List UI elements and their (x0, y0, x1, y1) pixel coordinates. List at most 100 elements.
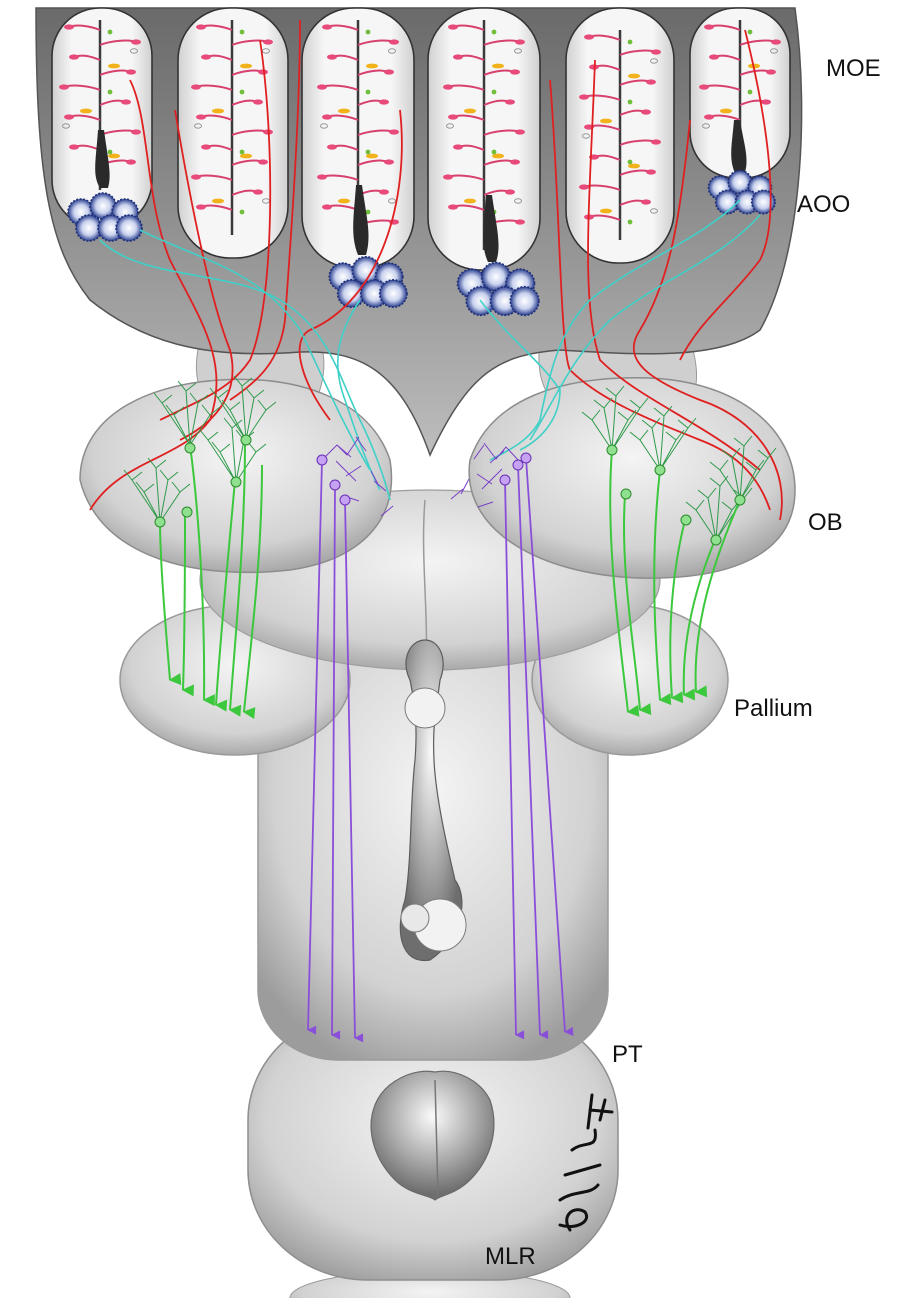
support-cell-6-6 (720, 109, 732, 114)
sensory-ending-2-1 (196, 24, 206, 29)
sensory-ending-5-6 (641, 109, 651, 114)
support-cell-4-12 (464, 199, 476, 204)
basal-cell-4-5 (492, 90, 497, 95)
sensory-ending-4-12 (505, 189, 515, 194)
sensory-ending-4-8 (515, 129, 525, 134)
basal-cell-1-5 (108, 90, 113, 95)
glomerulus-3-6 (510, 287, 539, 316)
basal-cell-2-5 (240, 90, 245, 95)
psoma-5 (513, 460, 523, 470)
support-cell-4-3 (492, 64, 504, 69)
sensory-ending-2-11 (191, 174, 201, 179)
sensory-ending-1-4 (126, 69, 136, 74)
soma-r2 (621, 489, 631, 499)
sensory-ending-5-11 (579, 184, 589, 189)
sensory-ending-4-3 (453, 54, 463, 59)
soma-l1 (155, 517, 165, 527)
sensory-ending-5-1 (584, 34, 594, 39)
glomerulus-2-6 (380, 280, 407, 307)
sensory-ending-6-2 (771, 39, 781, 44)
sensory-ending-3-6 (379, 99, 389, 104)
sensory-ending-4-10 (510, 159, 520, 164)
basal-cell-1-9 (108, 150, 113, 155)
basal-cell-1-1 (108, 30, 113, 35)
support-cell-2-3 (240, 64, 252, 69)
sensory-ending-4-7 (448, 114, 458, 119)
soma-l5 (241, 435, 251, 445)
sensory-ending-2-12 (253, 189, 263, 194)
psoma-6 (521, 453, 531, 463)
sensory-ending-2-13 (196, 204, 206, 209)
support-cell-3-6 (338, 109, 350, 114)
sensory-ending-3-12 (379, 189, 389, 194)
basal-cell-6-1 (748, 30, 753, 35)
sensory-ending-3-11 (317, 174, 327, 179)
label-mlr: MLR (485, 1243, 536, 1270)
sensory-ending-2-10 (258, 159, 268, 164)
psoma-2 (330, 480, 340, 490)
sensory-ending-6-5 (699, 84, 709, 89)
psoma-1 (317, 455, 327, 465)
cavity-bulb-top (405, 688, 445, 728)
sensory-ending-5-5 (579, 94, 589, 99)
sensory-ending-3-2 (389, 39, 399, 44)
support-cell-3-12 (338, 199, 350, 204)
sensory-ending-1-10 (126, 159, 136, 164)
label-moe: MOE (826, 55, 881, 82)
basal-cell-5-9 (628, 160, 633, 165)
sensory-ending-5-2 (651, 49, 661, 54)
sensory-ending-4-6 (505, 99, 515, 104)
basal-cell-4-9 (492, 150, 497, 155)
sensory-ending-4-11 (443, 174, 453, 179)
basal-cell-5-1 (628, 40, 633, 45)
brain-body (80, 340, 795, 1298)
basal-cell-2-13 (240, 210, 245, 215)
soma-r6 (735, 495, 745, 505)
support-cell-1-3 (108, 64, 120, 69)
sensory-ending-1-5 (59, 84, 69, 89)
sensory-ending-4-5 (443, 84, 453, 89)
sensory-ending-3-7 (322, 114, 332, 119)
sensory-ending-4-9 (453, 144, 463, 149)
cavity-bulb-small (401, 904, 429, 932)
soma-l3 (185, 443, 195, 453)
sensory-ending-5-8 (651, 139, 661, 144)
sensory-ending-3-13 (322, 204, 332, 209)
support-cell-2-6 (212, 109, 224, 114)
sensory-ending-1-2 (131, 39, 141, 44)
sensory-ending-3-5 (317, 84, 327, 89)
soma-l4 (231, 477, 241, 487)
support-cell-5-6 (600, 119, 612, 124)
soma-r3 (655, 465, 665, 475)
label-aoo: AOO (797, 191, 850, 218)
sensory-ending-3-8 (389, 129, 399, 134)
sensory-ending-5-12 (641, 199, 651, 204)
sensory-ending-5-4 (646, 79, 656, 84)
basal-cell-4-1 (492, 30, 497, 35)
support-cell-1-6 (80, 109, 92, 114)
basal-cell-3-1 (366, 30, 371, 35)
glomerulus-4-6 (752, 190, 775, 213)
sensory-ending-2-9 (201, 144, 211, 149)
support-cell-5-12 (600, 209, 612, 214)
sensory-ending-2-4 (258, 69, 268, 74)
sensory-ending-1-1 (64, 24, 74, 29)
sensory-ending-4-1 (448, 24, 458, 29)
sensory-ending-6-6 (761, 99, 771, 104)
soma-r5 (711, 535, 721, 545)
sensory-ending-6-1 (704, 24, 714, 29)
sensory-ending-1-3 (69, 54, 79, 59)
support-cell-4-6 (464, 109, 476, 114)
soma-r1 (607, 445, 617, 455)
support-cell-2-12 (212, 199, 224, 204)
sensory-ending-4-13 (448, 204, 458, 209)
sensory-ending-3-3 (327, 54, 337, 59)
sensory-ending-5-10 (646, 169, 656, 174)
sensory-ending-6-3 (709, 54, 719, 59)
sensory-ending-1-9 (69, 144, 79, 149)
sensory-ending-3-9 (327, 144, 337, 149)
sensory-ending-2-6 (253, 99, 263, 104)
sensory-ending-2-5 (191, 84, 201, 89)
support-cell-5-3 (628, 74, 640, 79)
